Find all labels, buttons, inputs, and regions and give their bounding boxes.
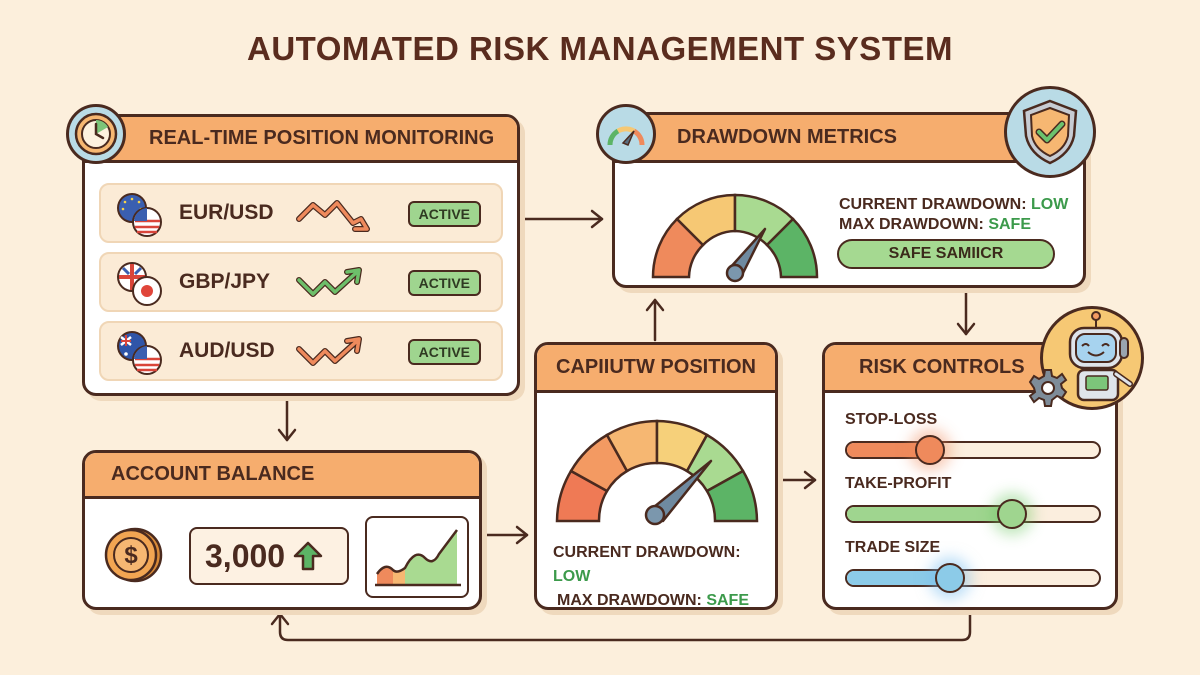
trade-size-label: TRADE SIZE [845, 539, 941, 556]
trade-size-slider-handle[interactable] [935, 563, 965, 593]
capital-position-title: CAPIIUTW POSITION [556, 356, 756, 378]
take-profit-label: TAKE-PROFIT [845, 475, 952, 492]
position-monitoring-card: REAL-TIME POSITION MONITORING EUR/USD AC… [82, 114, 520, 396]
gauge-icon [596, 104, 656, 164]
status-badge: ACTIVE [407, 270, 481, 296]
pair-symbol: AUD/USD [179, 339, 275, 362]
pair-row-audusd[interactable]: AUD/USD ACTIVE [99, 321, 503, 381]
dollar-coin-icon: $ [103, 525, 163, 585]
gear-icon [1028, 368, 1068, 408]
max-drawdown-row: MAX DRAWDOWN: SAFE [557, 592, 749, 609]
account-balance-title: ACCOUNT BALANCE [111, 463, 315, 485]
risk-controls-title: RISK CONTROLS [859, 356, 1025, 378]
balance-value: 3,000 [205, 537, 286, 574]
australia-us-flags [115, 329, 165, 377]
trend-up-icon [295, 333, 375, 373]
current-drawdown-value: LOW [1030, 196, 1069, 213]
status-badge: ACTIVE [407, 201, 481, 227]
position-monitoring-header: REAL-TIME POSITION MONITORING [85, 117, 517, 163]
stop-loss-slider-handle[interactable] [915, 435, 945, 465]
max-drawdown-value: SAFE [988, 216, 1031, 233]
area-chart-icon [365, 516, 469, 598]
capital-position-card: CAPIIUTW POSITION CURRENT DRAWDOWN: LOW … [534, 342, 778, 610]
page-title: AUTOMATED RISK MANAGEMENT SYSTEM [247, 30, 953, 67]
position-monitoring-title: REAL-TIME POSITION MONITORING [149, 127, 495, 149]
capital-position-header: CAPIIUTW POSITION [537, 345, 775, 393]
take-profit-slider[interactable] [845, 505, 1101, 523]
svg-text:$: $ [124, 542, 138, 569]
drawdown-metrics-title: DRAWDOWN METRICS [677, 126, 897, 148]
shield-check-icon [1004, 86, 1096, 178]
trend-up-icon [295, 264, 375, 304]
safe-status-bar: SAFE SAMIICR [837, 239, 1055, 269]
clock-icon [66, 104, 126, 164]
max-drawdown-row: MAX DRAWDOWN: SAFE [839, 216, 1031, 233]
pair-symbol: GBP/JPY [179, 270, 271, 293]
capital-metrics-text: CURRENT DRAWDOWN: LOW MAX DRAWDOWN: SAFE [553, 541, 775, 613]
stop-loss-slider[interactable] [845, 441, 1101, 459]
current-drawdown-value: LOW [553, 568, 591, 585]
arrow-up-icon [293, 541, 323, 571]
account-balance-header: ACCOUNT BALANCE [85, 453, 479, 499]
pair-row-gbpjpy[interactable]: GBP/JPY ACTIVE [99, 252, 503, 312]
status-badge: ACTIVE [407, 339, 481, 365]
balance-display: 3,000 [189, 527, 349, 585]
account-balance-card: ACCOUNT BALANCE $ 3,000 [82, 450, 482, 610]
drawdown-gauge [645, 185, 825, 285]
capital-gauge [551, 417, 763, 527]
robot-icon [1040, 306, 1144, 410]
trade-size-slider[interactable] [845, 569, 1101, 587]
eu-us-flags [115, 191, 165, 239]
max-drawdown-value: SAFE [706, 592, 749, 609]
take-profit-slider-handle[interactable] [997, 499, 1027, 529]
pair-row-eurusd[interactable]: EUR/USD ACTIVE [99, 183, 503, 243]
pair-symbol: EUR/USD [179, 201, 274, 224]
current-drawdown-row: CURRENT DRAWDOWN: LOW [839, 196, 1069, 213]
stop-loss-label: STOP-LOSS [845, 411, 938, 428]
uk-japan-flags [115, 260, 165, 308]
drawdown-metrics-text: CURRENT DRAWDOWN: LOW MAX DRAWDOWN: SAFE [839, 195, 1068, 235]
current-drawdown-row: CURRENT DRAWDOWN: LOW [553, 544, 741, 585]
trend-down-icon [295, 195, 375, 235]
